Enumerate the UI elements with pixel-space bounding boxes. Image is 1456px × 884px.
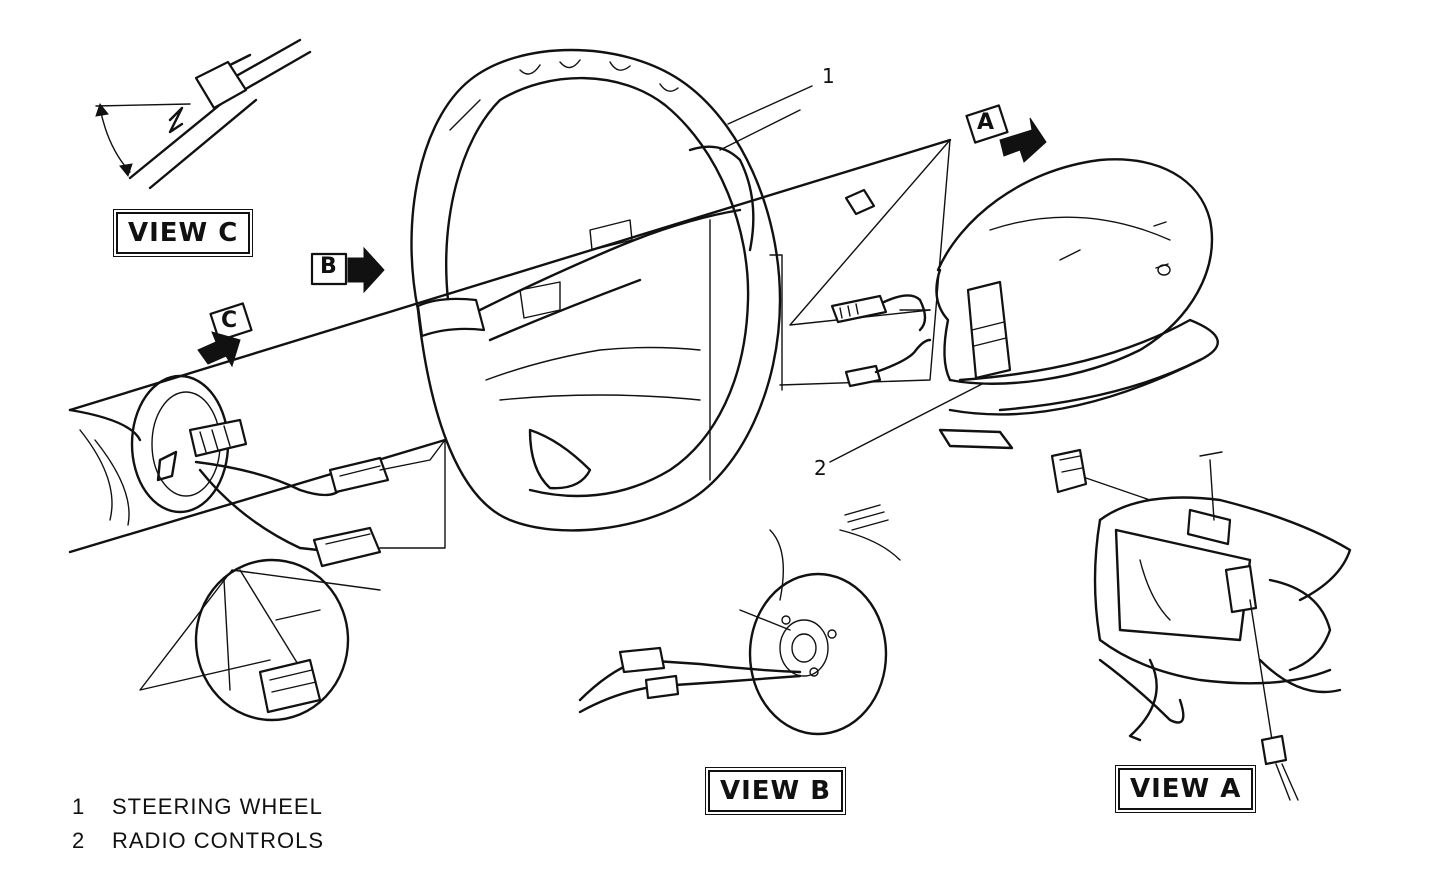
- legend-label: STEERING WHEEL: [112, 794, 323, 819]
- arrow-b-label: B: [320, 254, 337, 279]
- view-a-label: VIEW A: [1114, 765, 1257, 813]
- callout-1: 1: [822, 64, 835, 88]
- arrow-a-label: A: [977, 110, 995, 135]
- steering-column: [68, 138, 952, 554]
- callout-leaders: [727, 85, 983, 463]
- legend: 1 STEERING WHEEL 2 RADIO CONTROLS: [72, 790, 324, 858]
- legend-number: 1: [72, 794, 86, 819]
- legend-item-radio-controls: 2 RADIO CONTROLS: [72, 824, 324, 858]
- view-a-detail: [1050, 448, 1352, 801]
- legend-number: 2: [72, 828, 86, 853]
- view-arrows: [197, 104, 1047, 368]
- legend-label: RADIO CONTROLS: [112, 828, 325, 853]
- legend-item-steering-wheel: 1 STEERING WHEEL: [72, 790, 324, 824]
- arrow-c-label: C: [221, 308, 238, 333]
- callout-2: 2: [814, 456, 827, 480]
- view-c-detail: [95, 38, 312, 190]
- steering-wheel: [410, 48, 876, 532]
- clockspring-detail: [139, 558, 381, 722]
- view-b-detail: [578, 504, 901, 736]
- column-hub: [130, 374, 446, 568]
- view-b-label: VIEW B: [704, 767, 847, 815]
- leader-lines: [719, 109, 951, 391]
- radio-controls-module: [830, 158, 1219, 450]
- view-c-label: VIEW C: [112, 209, 254, 257]
